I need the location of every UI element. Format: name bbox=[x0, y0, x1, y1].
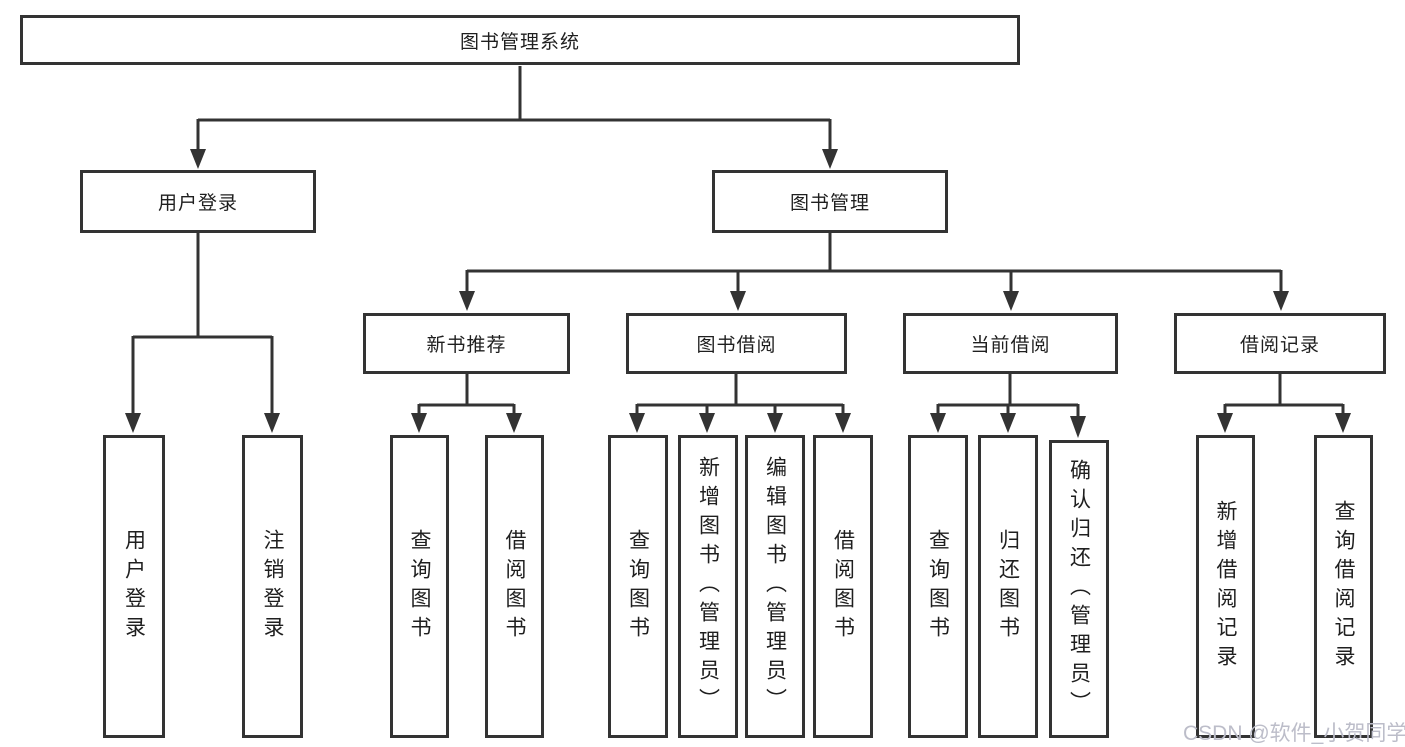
leaf-borrow-borrow-book: 借阅图书 bbox=[813, 435, 873, 738]
node-label: 借阅图书 bbox=[831, 528, 855, 645]
node-book-management: 图书管理 bbox=[712, 170, 948, 233]
node-label: 图书管理 bbox=[789, 193, 870, 214]
node-label: 查询图书 bbox=[926, 528, 950, 645]
node-label: 图书借阅 bbox=[696, 335, 777, 356]
node-label: 新增借阅记录 bbox=[1214, 499, 1237, 674]
node-label: 查询图书 bbox=[408, 528, 431, 645]
node-label: 确认归还（管理员） bbox=[1067, 458, 1091, 720]
leaf-login-logout: 注销登录 bbox=[242, 435, 303, 738]
watermark-text: CSDN @软件_小贺同学 bbox=[1183, 722, 1405, 745]
leaf-borrow-add-book-admin: 新增图书（管理员） bbox=[678, 435, 738, 738]
leaf-recommend-query-book: 查询图书 bbox=[390, 435, 449, 738]
node-current-borrow: 当前借阅 bbox=[903, 313, 1118, 374]
node-book-borrow: 图书借阅 bbox=[626, 313, 847, 374]
node-label: 图书管理系统 bbox=[459, 31, 580, 53]
node-label: 编辑图书（管理员） bbox=[763, 456, 787, 717]
node-label: 借阅记录 bbox=[1239, 335, 1320, 356]
node-label: 用户登录 bbox=[122, 528, 146, 645]
node-label: 注销登录 bbox=[261, 528, 284, 645]
node-label: 借阅图书 bbox=[503, 528, 526, 645]
leaf-login-user-login: 用户登录 bbox=[103, 435, 165, 738]
node-root: 图书管理系统 bbox=[20, 15, 1020, 65]
node-new-book-recommend: 新书推荐 bbox=[363, 313, 570, 374]
node-user-login: 用户登录 bbox=[80, 170, 316, 233]
node-label: 新书推荐 bbox=[426, 335, 507, 356]
node-borrow-records: 借阅记录 bbox=[1174, 313, 1386, 374]
node-label: 当前借阅 bbox=[970, 335, 1051, 356]
leaf-current-confirm-return-admin: 确认归还（管理员） bbox=[1049, 440, 1109, 738]
leaf-records-add-record: 新增借阅记录 bbox=[1196, 435, 1255, 738]
leaf-recommend-borrow-book: 借阅图书 bbox=[485, 435, 544, 738]
node-label: 用户登录 bbox=[157, 193, 238, 214]
leaf-borrow-edit-book-admin: 编辑图书（管理员） bbox=[745, 435, 805, 738]
leaf-current-query-book: 查询图书 bbox=[908, 435, 968, 738]
leaf-current-return-book: 归还图书 bbox=[978, 435, 1038, 738]
node-label: 新增图书（管理员） bbox=[696, 456, 720, 717]
leaf-borrow-query-book: 查询图书 bbox=[608, 435, 668, 738]
node-label: 查询图书 bbox=[626, 528, 650, 645]
leaf-records-query-record: 查询借阅记录 bbox=[1314, 435, 1373, 738]
node-label: 查询借阅记录 bbox=[1332, 499, 1355, 674]
node-label: 归还图书 bbox=[996, 528, 1020, 645]
